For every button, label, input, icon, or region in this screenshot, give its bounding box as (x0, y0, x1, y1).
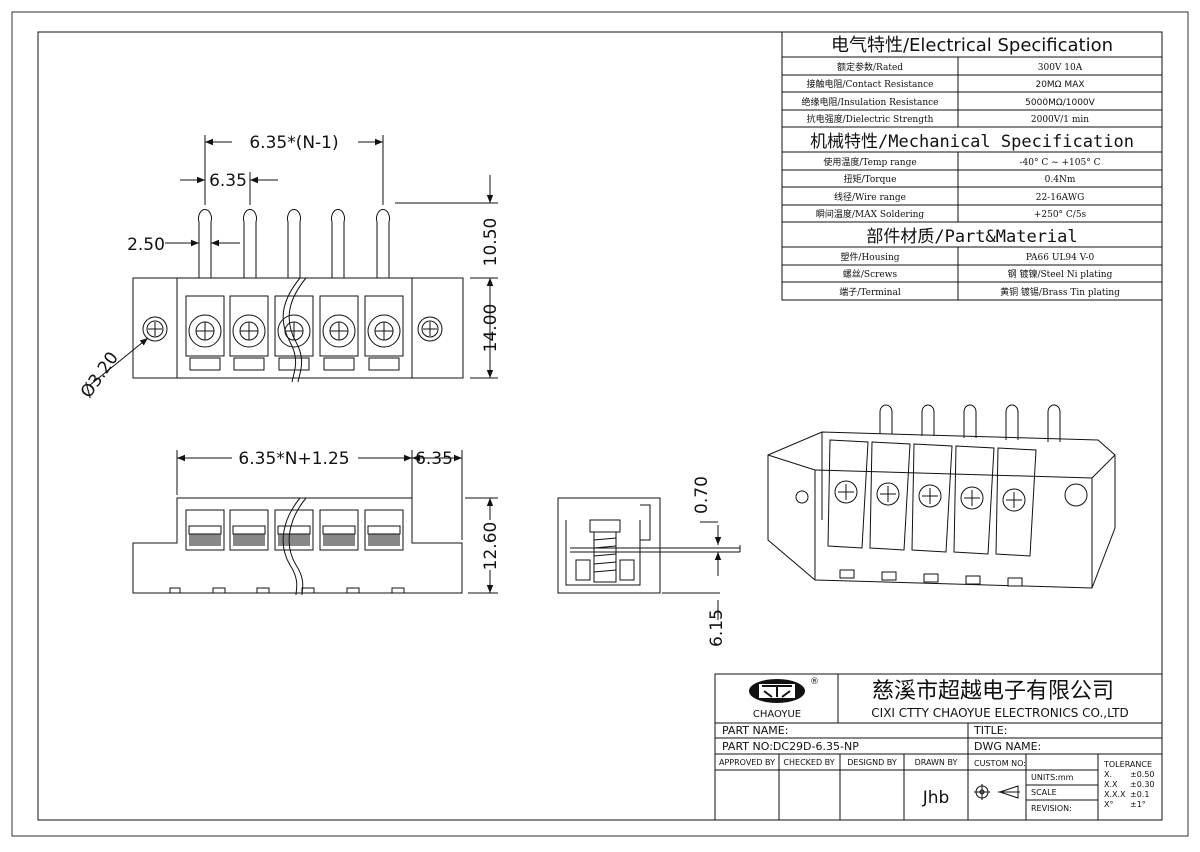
spec-value: 黄铜 镀锡/Brass Tin plating (1000, 286, 1120, 298)
approved-by-label: APPROVED BY (719, 758, 775, 767)
top-view (132, 209, 464, 383)
spec-value: -40° C ~ +105° C (1020, 158, 1101, 168)
dim-flange: 6.35 (415, 449, 453, 469)
dim-body-height: 14.00 (481, 304, 501, 353)
title-block (714, 673, 1163, 821)
spec-label: 扭矩/Torque (844, 173, 897, 185)
dim-front-height: 12.60 (481, 522, 501, 571)
tolerance-value: ±0.50 (1130, 770, 1155, 779)
top-body (132, 277, 464, 379)
part-name-label: PART NAME: (722, 724, 788, 737)
tolerance-title: TOLERANCE (1103, 760, 1152, 769)
spec-label: 线径/Wire range (834, 191, 906, 203)
projection-symbol (974, 784, 1020, 800)
top-pins (198, 209, 390, 278)
drawn-by-value: Jhb (922, 788, 950, 808)
material-title: 部件材质/Part&Material (866, 227, 1077, 247)
iso-cells (827, 439, 1037, 557)
mount-hole-right (417, 316, 443, 342)
tolerance-key: X. (1104, 770, 1112, 779)
dim-pitch: 6.35 (209, 171, 247, 191)
side-view-dimensions (662, 521, 722, 620)
revision-label: REVISION: (1031, 804, 1072, 813)
dim-side-pin-thickness: 0.70 (692, 476, 712, 514)
spec-value: 2000V/1 min (1031, 115, 1089, 125)
spec-value: 300V 10A (1038, 63, 1083, 73)
mechanical-spec-title: 机械特性/Mechanical Specification (810, 132, 1134, 152)
isometric-view (767, 404, 1116, 589)
spec-label: 接触电阻/Contact Resistance (807, 78, 934, 90)
spec-value: PA66 UL94 V-0 (1026, 253, 1095, 263)
spec-table: 电气特性/Electrical Specification 额定参数/Rated… (781, 31, 1163, 301)
chaoyue-logo: ® (749, 677, 819, 703)
custom-no-label: CUSTOM NO: (974, 759, 1026, 768)
units-label: UNITS:mm (1031, 773, 1074, 782)
dwg-name-label: DWG NAME: (974, 740, 1041, 753)
logo-text: CHAOYUE (753, 709, 801, 720)
tolerance-value: ±0.1 (1130, 790, 1149, 799)
company-name-en: CIXI CTTY CHAOYUE ELECTRONICS CO.,LTD (871, 706, 1128, 720)
company-name-cn: 慈溪市超越电子有限公司 (872, 679, 1114, 704)
spec-label: 端子/Terminal (839, 286, 901, 298)
spec-label: 绝缘电阻/Insulation Resistance (802, 96, 939, 108)
spec-value: 0.4Nm (1045, 175, 1076, 185)
tolerance-value: ±1° (1130, 800, 1146, 809)
dim-pitch-total: 6.35*(N-1) (249, 133, 338, 153)
spec-value: 20MΩ MAX (1035, 80, 1084, 90)
tolerance-key: X.X.X (1104, 790, 1126, 799)
iso-pins (879, 404, 1061, 442)
iso-screws (834, 480, 1026, 512)
tolerance-key: X° (1104, 800, 1113, 809)
spec-label: 瞬间温度/MAX Soldering (816, 208, 925, 220)
screw-heads (188, 314, 401, 348)
inner-border (37, 31, 1163, 821)
registered-mark: ® (810, 677, 819, 687)
dim-hole-diameter: Ø3.20 (77, 348, 123, 401)
dim-side-pin-offset: 6.15 (707, 609, 727, 647)
spec-label: 螺丝/Screws (843, 268, 898, 280)
front-view (132, 497, 463, 596)
scale-label: SCALE (1031, 788, 1057, 797)
tolerance-key: X.X (1104, 780, 1118, 789)
outer-border (11, 11, 1189, 837)
spec-value: 22-16AWG (1036, 193, 1085, 203)
dim-pin-height: 10.50 (481, 218, 501, 267)
spec-value: +250° C/5s (1034, 210, 1087, 220)
spec-value: 5000MΩ/1000V (1025, 98, 1095, 108)
spec-value: 钢 镀镍/Steel Ni plating (1008, 268, 1113, 280)
top-view-dimensions (89, 135, 498, 386)
part-number: PART NO:DC29D-6.35-NP (722, 740, 859, 753)
dim-pin-width: 2.50 (127, 235, 165, 255)
spec-label: 额定参数/Rated (837, 61, 903, 73)
spec-label: 塑件/Housing (840, 251, 899, 263)
mount-hole-left (142, 316, 168, 342)
electrical-spec-title: 电气特性/Electrical Specification (831, 35, 1113, 56)
spec-label: 使用温度/Temp range (823, 156, 916, 168)
side-view (557, 497, 741, 594)
front-view-dimensions (176, 450, 498, 594)
dim-front-width: 6.35*N+1.25 (238, 449, 349, 469)
spec-label: 抗电强度/Dielectric Strength (807, 113, 934, 125)
drawn-by-label: DRAWN BY (915, 758, 958, 767)
break-line (282, 277, 301, 383)
tolerance-value: ±0.30 (1130, 780, 1155, 789)
designed-by-label: DESIGND BY (847, 758, 897, 767)
title-label: TITLE: (973, 724, 1007, 737)
checked-by-label: CHECKED BY (783, 758, 834, 767)
